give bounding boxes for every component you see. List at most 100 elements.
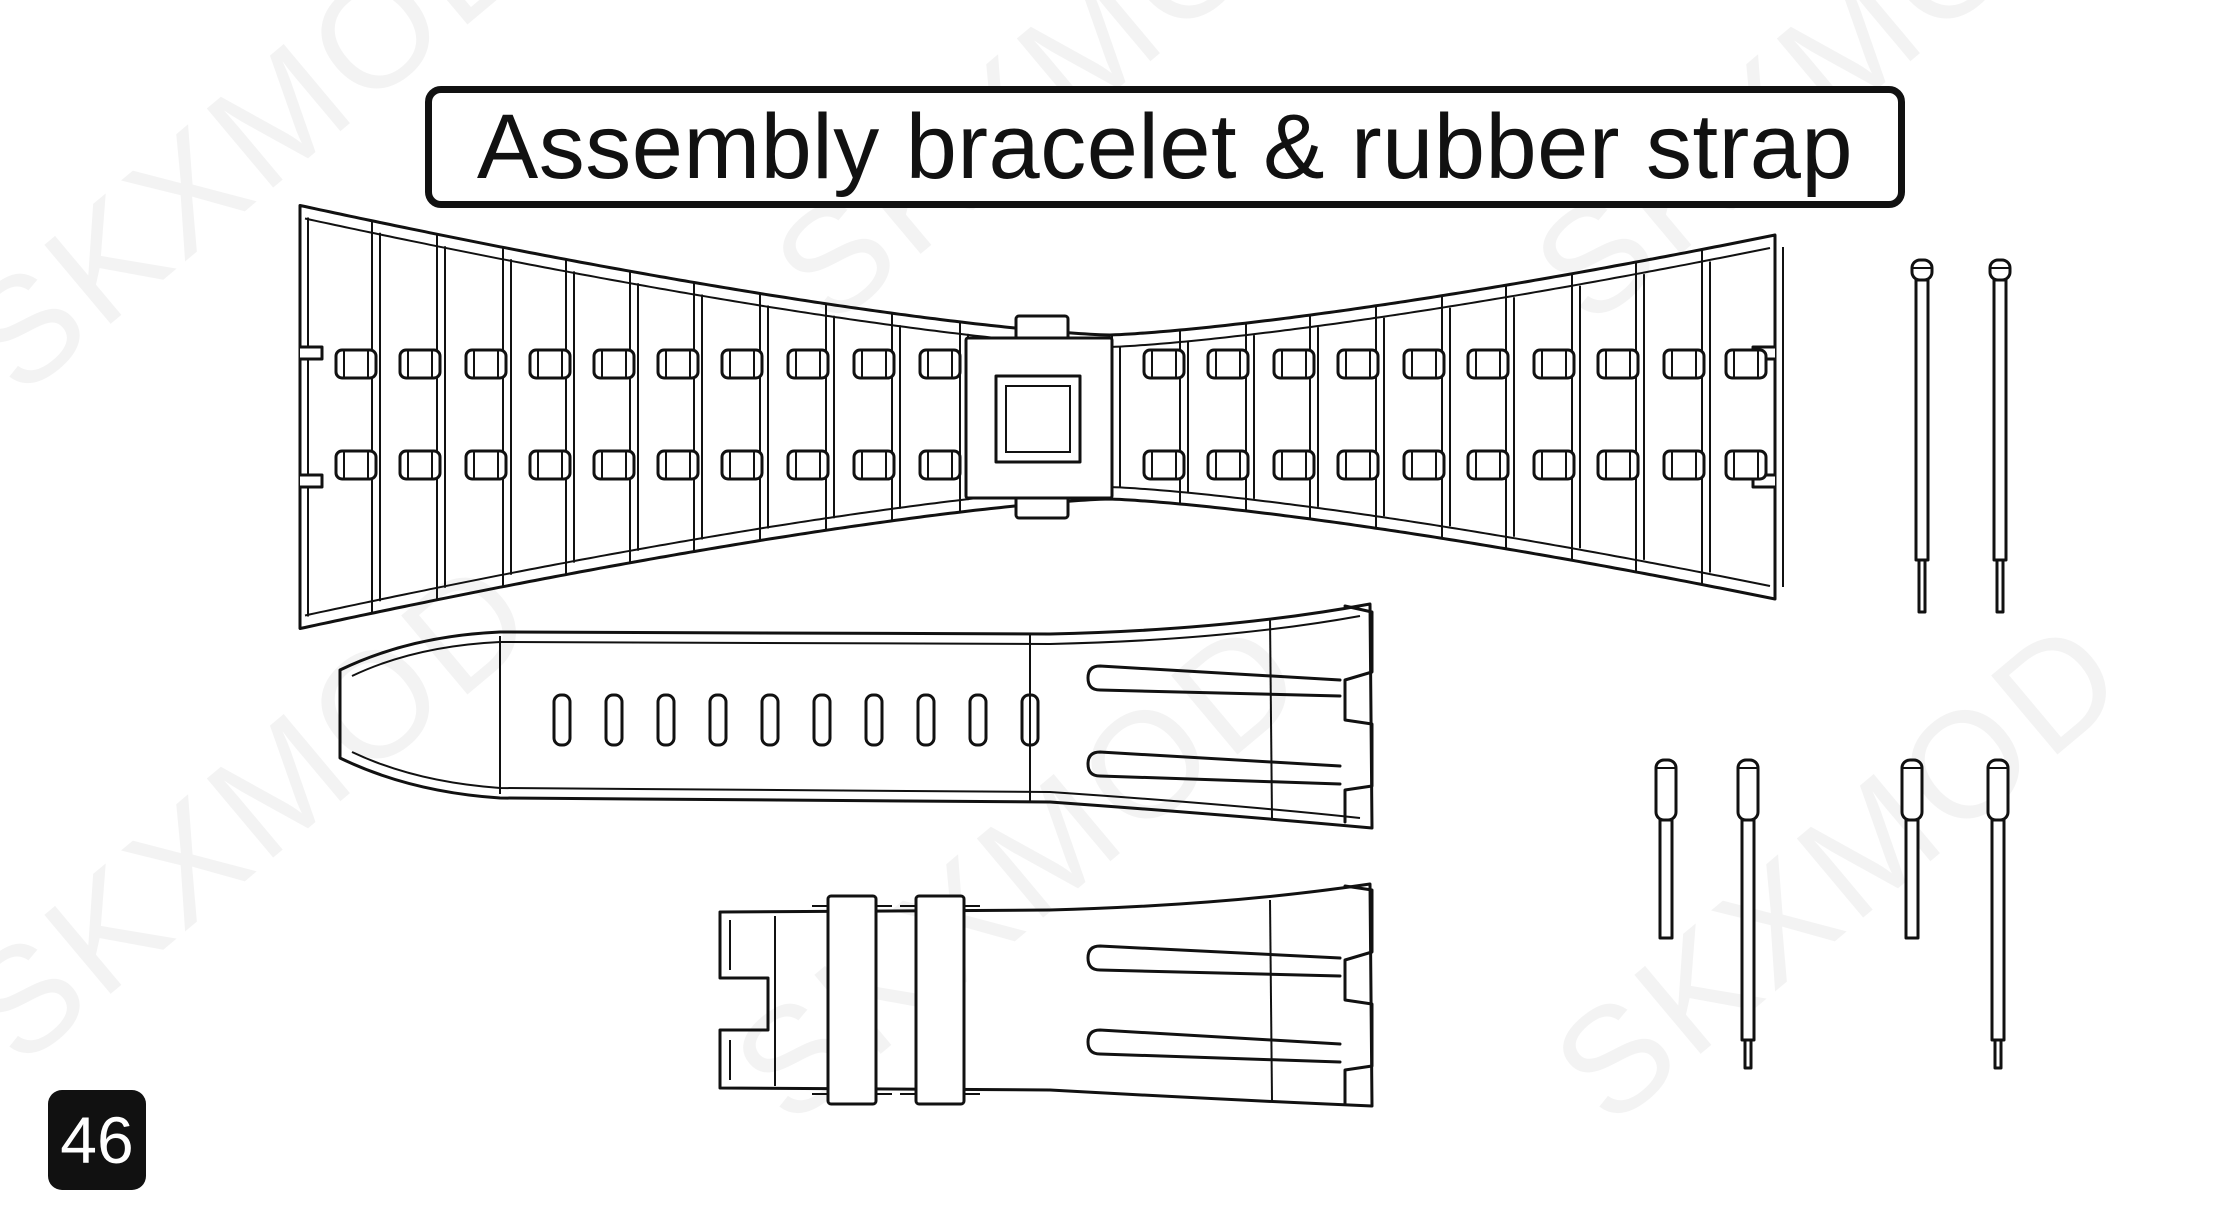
bracelet-pin-detail [795,350,821,378]
bracelet-pin [1466,449,1510,481]
bracelet-pin-detail [729,350,755,378]
bracelet-pin [1272,348,1316,380]
spring-bar-shaft [1992,278,2008,562]
page-title: Assembly bracelet & rubber strap [476,95,1854,198]
bracelet-pin-detail [665,350,691,378]
bracelet-pin [1724,348,1768,380]
spring-bar-tip [1995,558,2005,614]
bracelet-pin-detail [407,451,433,479]
bracelet-pin-detail [1345,350,1371,378]
strap-hole [968,693,988,747]
bracelet-pin-detail [1475,350,1501,378]
bracelet-pin-detail [1411,350,1437,378]
pins-drawing [1654,258,2012,1070]
bracelet-pin [464,348,508,380]
bracelet-pin-detail [537,350,563,378]
bracelet-pin-detail [1605,350,1631,378]
spring-bar-shaft [1914,278,1930,562]
bracelet-pin [334,449,378,481]
spring-bar-head [1988,258,2012,282]
bracelet-pin-detail [1151,451,1177,479]
bracelet-pin-detail [1605,451,1631,479]
bracelet-pin [1402,348,1446,380]
bracelet-pin [1142,348,1186,380]
clasp-window-inner [1005,385,1071,453]
bracelet-pin-detail [927,451,953,479]
bracelet-pin [592,449,636,481]
bracelet-pin [918,348,962,380]
bracelet-pin-detail [1733,451,1759,479]
bracelet-pin [1466,348,1510,380]
bracelet-pin [398,348,442,380]
bracelet-pin [464,449,508,481]
bracelet-pin [1662,348,1706,380]
bracelet-pin [1532,348,1576,380]
bracelet-pin [1532,449,1576,481]
bracelet-pin-detail [1475,451,1501,479]
bracelet-pin-detail [1411,451,1437,479]
bracelet-pin [592,348,636,380]
bracelet-pin-detail [665,451,691,479]
bracelet-pin [786,449,830,481]
strap-hole [916,693,936,747]
bracelet-pin [918,449,962,481]
watermark-text: SKXMOD [0,525,566,1095]
bracelet-pin [1402,449,1446,481]
bracelet-pin-detail [1281,451,1307,479]
bracelet-pin [334,348,378,380]
bracelet-pin-detail [1281,350,1307,378]
bracelet-pin-detail [343,451,369,479]
bracelet-pin-detail [861,451,887,479]
rubber-strap-buckle-drawing [718,882,1374,1108]
bracelet-pin [1336,449,1380,481]
bracelet-pin-detail [1215,451,1241,479]
bracelet-pin [852,348,896,380]
bracelet-pin [528,449,572,481]
bracelet-end-notch [300,345,324,361]
bracelet-pin-detail [1345,451,1371,479]
bracelet-pin [398,449,442,481]
strap-hole [1020,693,1040,747]
bracelet-pin-detail [343,350,369,378]
screw-pin-short-shaft [1658,818,1674,940]
spring-bar-tip [1917,558,1927,614]
watermark-text: SKXMOD [1523,585,2157,1155]
bracelet-pin [1336,348,1380,380]
screw-pin-short-shaft [1904,818,1920,940]
bracelet-pin-detail [1151,350,1177,378]
strap-hole [552,693,572,747]
bracelet-pin-detail [1541,451,1567,479]
screw-pin-long-shaft [1990,818,2006,1042]
bracelet-pin-detail [537,451,563,479]
bracelet-pin-detail [927,350,953,378]
bracelet-pin-detail [795,451,821,479]
bracelet-pin [1596,449,1640,481]
bracelet-pin [656,348,700,380]
bracelet-pin-detail [1671,350,1697,378]
metal-bracelet-drawing [298,204,1784,630]
bracelet-pin-detail [473,451,499,479]
bracelet-pin-detail [601,350,627,378]
bracelet-pin-detail [1671,451,1697,479]
page-number: 46 [60,1103,134,1177]
title-box: Assembly bracelet & rubber strap [425,86,1905,208]
clasp-window [994,374,1082,464]
page-number-badge: 46 [48,1090,146,1190]
bracelet-pin [528,348,572,380]
strap-hole [760,693,780,747]
screw-pin-long-shaft [1740,818,1756,1042]
bracelet-pin [852,449,896,481]
bracelet-pin-detail [473,350,499,378]
bracelet-pin-detail [1541,350,1567,378]
bracelet-pin [1662,449,1706,481]
clasp-tab [1014,314,1070,342]
bracelet-pin [720,348,764,380]
screw-pin-long-tip [1743,1038,1753,1070]
strap-hole [656,693,676,747]
bracelet-pin-detail [1733,350,1759,378]
watermark-text: SKXMOD [703,585,1337,1155]
spring-bar-head [1910,258,1934,282]
bracelet-pin-detail [861,350,887,378]
bracelet-end-notch [300,473,324,489]
screw-pin-long-tip [1993,1038,2003,1070]
